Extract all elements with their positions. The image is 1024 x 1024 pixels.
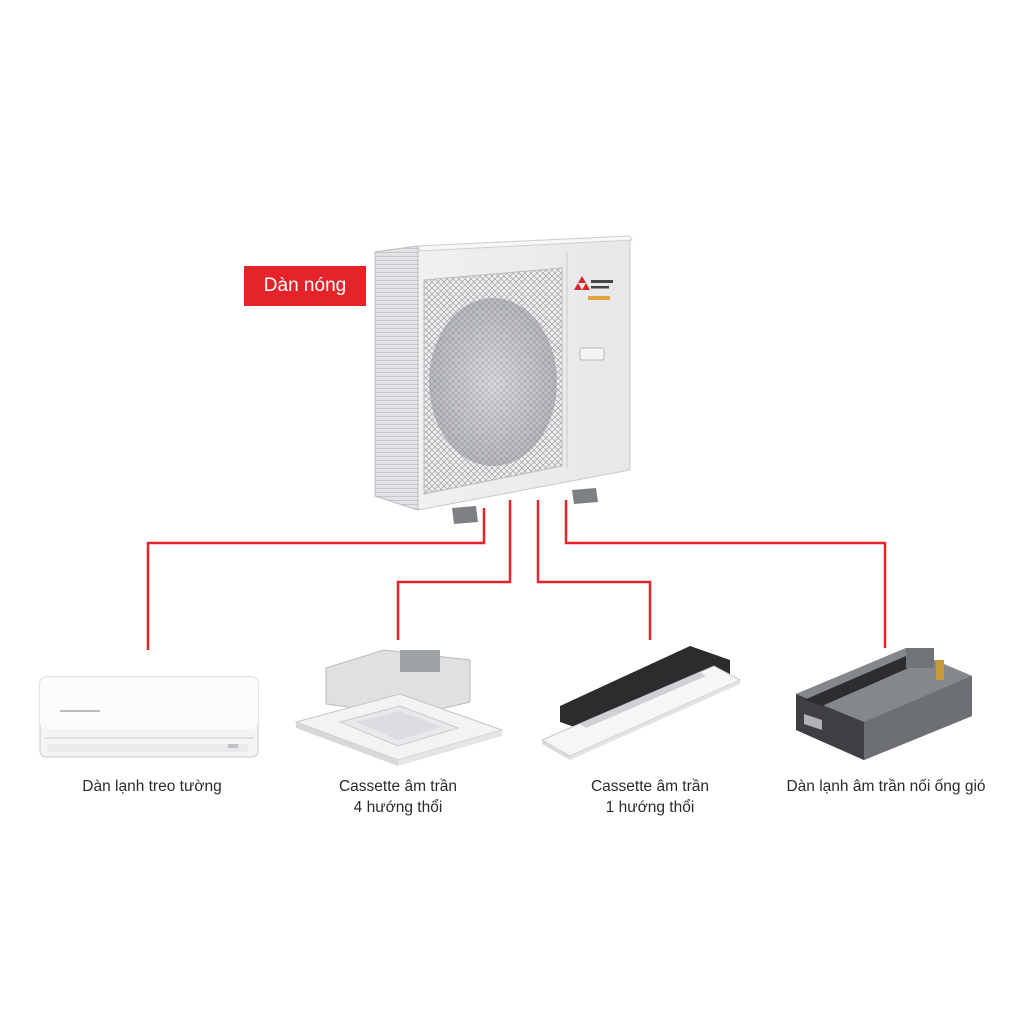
ducted-unit-caption: Dàn lạnh âm trần nối ống gió <box>774 776 998 797</box>
cassette-4way-caption-line2: 4 hướng thổi <box>353 799 443 816</box>
cassette-1way-caption: Cassette âm trần 1 hướng thổi <box>548 776 752 818</box>
wall-unit-caption: Dàn lạnh treo tường <box>40 776 264 797</box>
ducted-unit-image <box>796 648 972 760</box>
outdoor-unit-label: Dàn nóng <box>244 266 366 306</box>
ducted-unit-caption-line1: Dàn lạnh âm trần nối ống gió <box>786 778 986 795</box>
cassette-1way-caption-line2: 1 hướng thổi <box>605 799 695 816</box>
wall-unit-image <box>39 676 259 758</box>
cassette-4way-caption: Cassette âm trần 4 hướng thổi <box>296 776 500 818</box>
cassette-1way-image <box>540 646 742 760</box>
wall-unit-caption-line1: Dàn lạnh treo tường <box>82 778 222 795</box>
pipe-cassette-1way <box>536 500 652 640</box>
outdoor-unit <box>374 235 633 524</box>
pipe-connections <box>146 500 887 650</box>
brand-logo-icon <box>574 276 590 290</box>
pipe-cassette-4way <box>396 500 512 640</box>
pipe-wall-unit <box>146 508 486 650</box>
cassette-1way-caption-line1: Cassette âm trần <box>590 778 710 795</box>
cassette-4way-caption-line1: Cassette âm trần <box>338 778 458 795</box>
pipe-ducted-unit <box>564 500 887 648</box>
cassette-4way-image <box>294 649 504 766</box>
